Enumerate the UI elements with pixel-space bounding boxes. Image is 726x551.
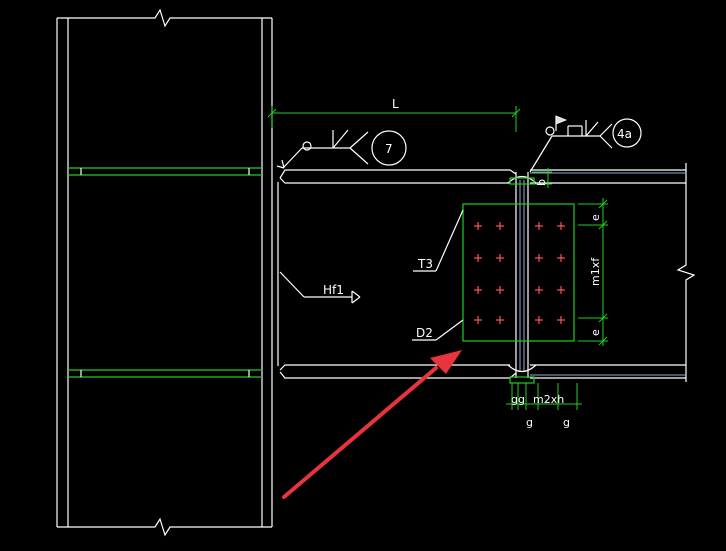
- bolt: [474, 254, 482, 262]
- weld-symbol-7: [276, 129, 407, 169]
- leader-T3: [413, 209, 464, 272]
- dimension-L: [267, 106, 521, 132]
- weld-4a-label: 4a: [617, 127, 632, 141]
- weld-7-label: 7: [385, 142, 393, 156]
- bolt: [496, 254, 504, 262]
- leader-Hf1: [279, 271, 361, 304]
- web-splice-plate: [462, 203, 575, 342]
- leader-D2: [412, 319, 464, 341]
- dim-g-right: g: [563, 416, 570, 429]
- dim-e-top: e: [589, 214, 602, 221]
- Hf1-label: Hf1: [323, 283, 344, 297]
- dim-m1xf: m1xf: [589, 257, 602, 286]
- bolt: [496, 286, 504, 294]
- column: [56, 8, 273, 537]
- dim-gg: gg: [511, 393, 525, 406]
- dim-e-bottom: e: [589, 329, 602, 336]
- splice-gap: [515, 172, 529, 378]
- bolt: [474, 222, 482, 230]
- weld-symbol-4a: [529, 116, 642, 173]
- bolt: [557, 222, 565, 230]
- T3-label: T3: [417, 257, 433, 271]
- bolt: [535, 254, 543, 262]
- pointer-arrow-icon: [282, 350, 462, 499]
- bolt: [557, 286, 565, 294]
- dimension-b: [532, 168, 552, 188]
- dim-m2xh: m2xh: [533, 393, 564, 406]
- bolt: [474, 286, 482, 294]
- bolt: [557, 316, 565, 324]
- bolt: [496, 222, 504, 230]
- D2-label: D2: [416, 326, 433, 340]
- dimension-L-label: L: [392, 97, 399, 111]
- stiffener-ends: [80, 168, 250, 377]
- bolt-group: [474, 222, 565, 324]
- bolt: [496, 316, 504, 324]
- beam-flange-inner: [530, 172, 686, 376]
- dim-b: b: [535, 179, 548, 186]
- bolt: [535, 316, 543, 324]
- bolt: [474, 316, 482, 324]
- bolt: [557, 254, 565, 262]
- dimension-vertical: [578, 198, 608, 346]
- weld-access-holes: [507, 175, 537, 373]
- column-stiffeners: [68, 167, 262, 378]
- beam: [277, 163, 696, 382]
- flag-icon: [555, 115, 568, 125]
- dim-g-left: g: [526, 416, 533, 429]
- bolt: [535, 286, 543, 294]
- bolt: [535, 222, 543, 230]
- dimension-horizontal: [506, 383, 582, 410]
- flange-plates: [509, 177, 535, 384]
